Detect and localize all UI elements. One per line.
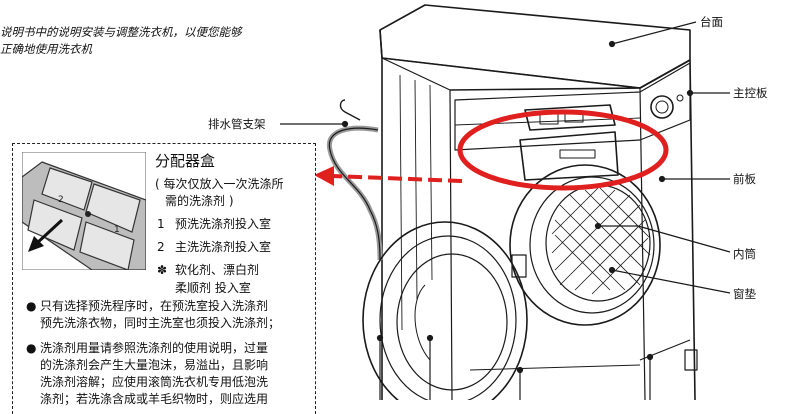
dispenser-item-1-marker: 1 [157, 217, 165, 231]
door-opening-shape [509, 164, 661, 326]
inset-label-1: 1 [114, 225, 120, 235]
note-2-line-3: 洗涤剂溶解；应使用滚筒洗衣机专用低泡洗 [40, 375, 269, 389]
note-1-line-1: 只有选择预洗程序时，在预洗室投入洗涤剂 [40, 299, 269, 313]
drain-hose-shape [326, 125, 383, 261]
dispenser-title: 分配器盒 [155, 152, 216, 170]
highlight-ellipse [457, 109, 669, 191]
intro-text: 说明书中的说明安装与调整洗衣机，以便您能够 正确地使用洗衣机 [0, 24, 242, 58]
label-door-gasket: 窗垫 [733, 287, 756, 301]
dispenser-item-2-text: 主洗洗涤剂投入室 [175, 240, 272, 254]
label-top-cover: 台面 [700, 15, 723, 29]
leader-door-gasket [611, 269, 731, 294]
note-2-line-1: 洗涤剂用量请参照洗涤剂的使用说明，过量 [40, 341, 269, 355]
intro-line-1: 说明书中的说明安装与调整洗衣机，以便您能够 [0, 25, 242, 39]
note-2-line-2: 的洗涤剂会产生大量泡沫，易溢出，且影响 [40, 358, 269, 372]
highlight-arrow-line [331, 174, 463, 183]
intro-line-2: 正确地使用洗衣机 [0, 42, 92, 56]
dispenser-drawer-shape [524, 104, 616, 131]
dispenser-item-3-text-2: 柔顺剂 投入室 [175, 281, 251, 295]
door-glass-shape [396, 253, 508, 391]
dispenser-subtitle-line-1: ( 每次仅放入一次洗涤所 [155, 177, 284, 191]
control-knob-shape [650, 95, 674, 119]
label-front-panel: 前板 [733, 172, 756, 186]
dispenser-item-3-text: 软化剂、漂白剂 [175, 263, 260, 277]
label-control-panel: 主控板 [733, 86, 768, 100]
dispenser-subtitle-line-2: 需的洗涤剂 ) [165, 194, 234, 208]
pull-arrow-icon [28, 218, 64, 252]
highlight-arrow-head [314, 166, 334, 186]
front-panel-shape [449, 59, 696, 400]
dispenser-item-3-marker: ✽ [157, 263, 168, 277]
note-1-line-2: 预先洗涤衣物，同时主洗室也须投入洗涤剂； [40, 316, 281, 330]
leader-inner-drum [637, 225, 731, 253]
washing-machine-diagram [280, 4, 731, 400]
label-inner-drum: 内筒 [733, 247, 756, 261]
note-bullet-icon: ● [26, 341, 37, 355]
note-bullet-icon: ● [26, 299, 37, 313]
inset-label-2: 2 [58, 195, 64, 205]
dispenser-item-1-text: 预洗洗涤剂投入室 [175, 217, 272, 231]
dispenser-item-2-marker: 2 [157, 240, 165, 254]
dispenser-inset-illustration: 2 1 [22, 152, 146, 270]
dispenser-front-shape [519, 131, 619, 181]
door-shape [362, 221, 528, 400]
control-strip-shape [454, 62, 691, 151]
leader-top-cover [611, 21, 697, 45]
label-drain-hose-bracket: 排水管支架 [208, 117, 266, 131]
